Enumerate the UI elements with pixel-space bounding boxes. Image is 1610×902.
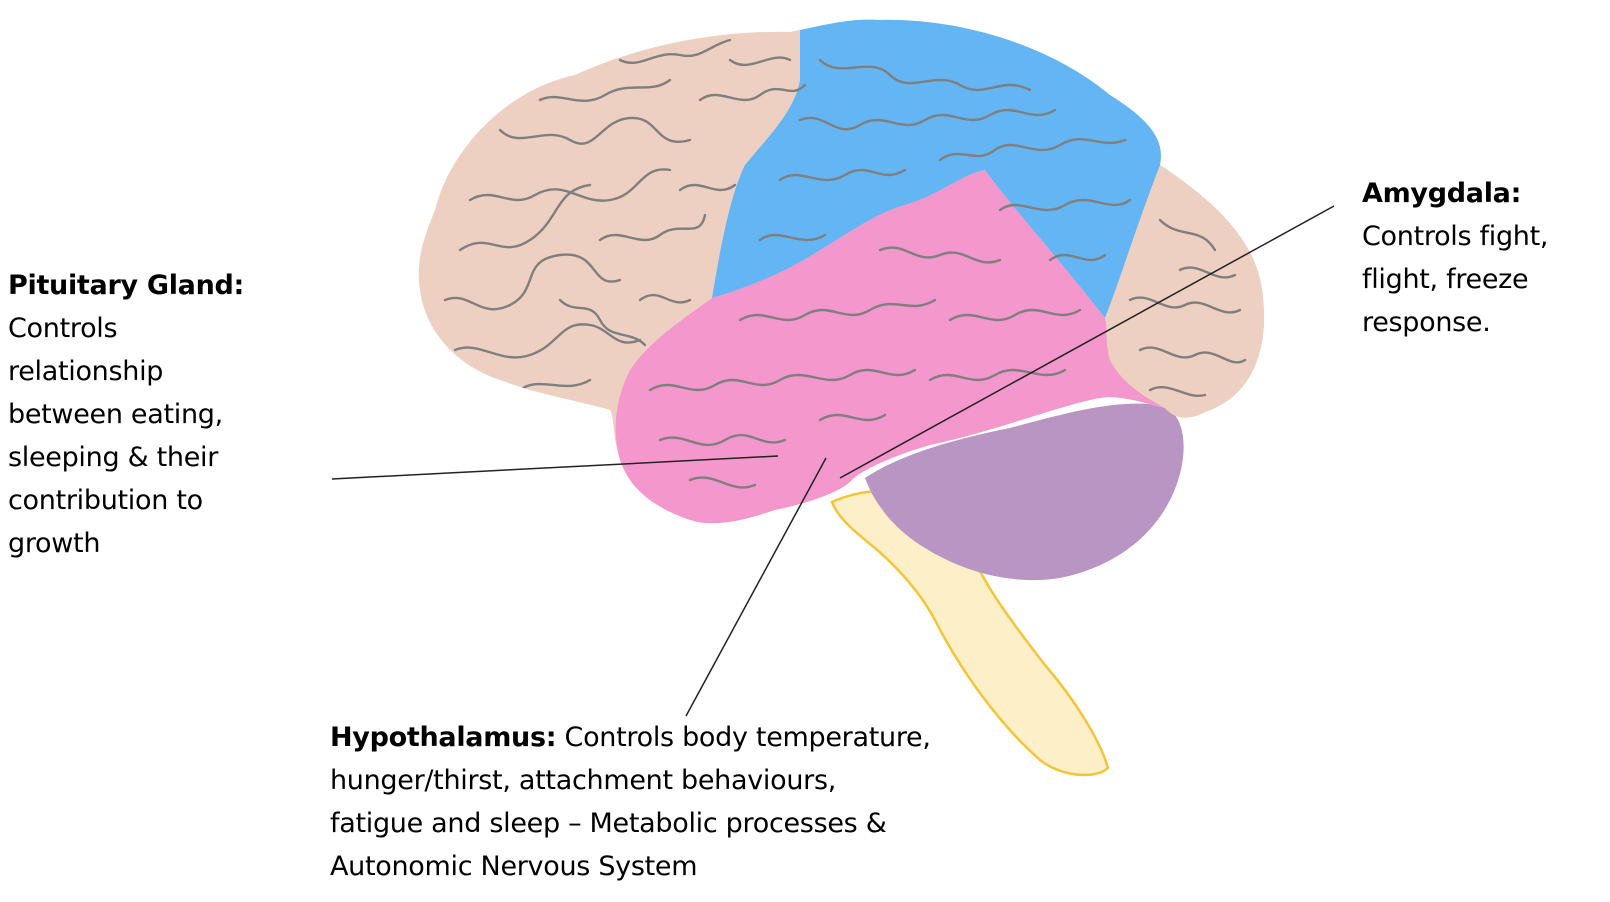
amygdala-label: Amygdala: Controls fight, flight, freeze… — [1362, 172, 1610, 344]
hypothalamus-desc-start: Controls body temperature, — [556, 722, 930, 753]
pituitary-gland-title: Pituitary Gland: — [8, 264, 308, 307]
hypothalamus-first-line: Hypothalamus: Controls body temperature, — [330, 716, 1030, 759]
hypothalamus-desc-line: fatigue and sleep – Metabolic processes … — [330, 802, 1030, 845]
hypothalamus-desc-line: Autonomic Nervous System — [330, 845, 1030, 888]
pituitary-gland-desc-line: Controls — [8, 307, 308, 350]
amygdala-title: Amygdala: — [1362, 172, 1610, 215]
pituitary-gland-desc-line: sleeping & their — [8, 436, 308, 479]
hypothalamus-label: Hypothalamus: Controls body temperature,… — [330, 716, 1030, 888]
pituitary-gland-desc-line: relationship — [8, 350, 308, 393]
amygdala-desc-line: response. — [1362, 301, 1610, 344]
pituitary-gland-label: Pituitary Gland: Controls relationship b… — [8, 264, 308, 565]
amygdala-desc-line: flight, freeze — [1362, 258, 1610, 301]
pituitary-gland-desc-line: contribution to — [8, 479, 308, 522]
amygdala-desc-line: Controls fight, — [1362, 215, 1610, 258]
pituitary-gland-desc-line: between eating, — [8, 393, 308, 436]
hypothalamus-title: Hypothalamus: — [330, 722, 556, 753]
hypothalamus-desc-line: hunger/thirst, attachment behaviours, — [330, 759, 1030, 802]
pituitary-gland-desc-line: growth — [8, 522, 308, 565]
